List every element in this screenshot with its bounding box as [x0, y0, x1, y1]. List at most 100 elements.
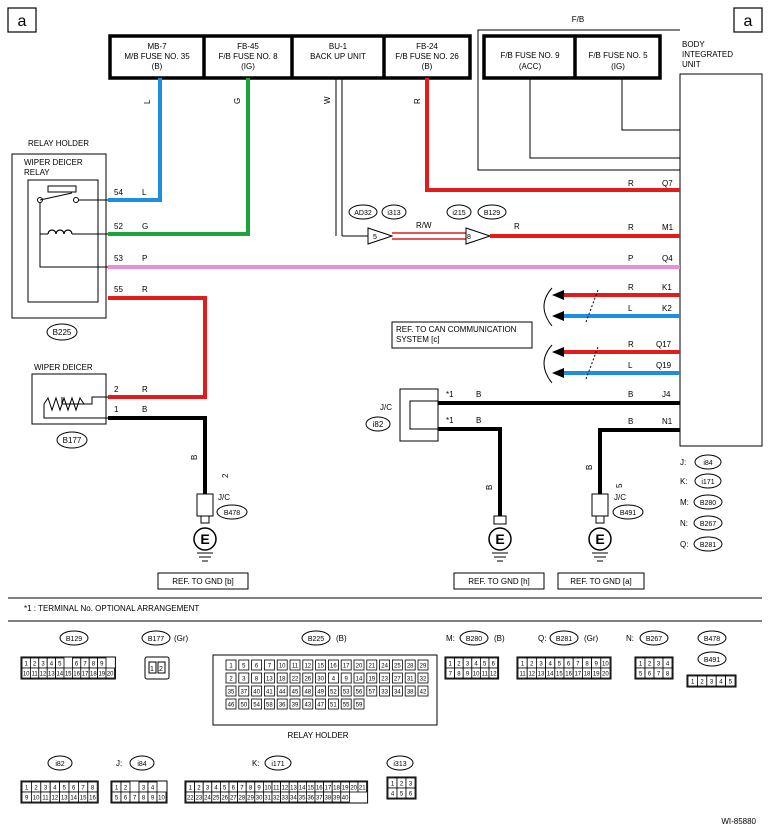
pin-label-i171: 40 [342, 796, 349, 802]
pin-label-i84: 4 [151, 786, 155, 792]
pin-label-i171: 22 [187, 796, 194, 802]
pin-cell-B225 [289, 672, 301, 684]
pin-label-i171: 31 [264, 796, 271, 802]
pin-cell-B280 [488, 667, 499, 679]
gnd1-id: B478 [224, 510, 240, 517]
can-note-line2: SYSTEM [c] [396, 335, 440, 344]
pin-label-i171: 16 [316, 786, 323, 792]
pin-label-B225: 9 [345, 677, 349, 683]
fb-fuse5-line2: (IG) [611, 62, 625, 71]
pin-label-B267: 4 [666, 662, 670, 668]
gnd1-jc: J/C [218, 493, 230, 502]
pin-label-B225: 48 [304, 690, 311, 696]
legend-m-prefix: M: [680, 498, 689, 507]
biu-m1-color: R [628, 223, 634, 232]
pin-cell-B225 [340, 659, 352, 671]
cv-b225-id: B225 [308, 636, 324, 643]
pin-label-B129: 7 [83, 662, 87, 668]
pin-cell-B225 [417, 659, 429, 671]
pin-label-B129: 18 [90, 672, 97, 678]
pin-cell-B225 [251, 698, 263, 710]
footnote: *1 : TERMINAL No. OPTIONAL ARRANGEMENT [24, 604, 199, 613]
wire-green-52 [108, 78, 250, 236]
pin-label-B280: 3 [466, 662, 470, 668]
cv-i82-id: i82 [55, 761, 64, 768]
pin-label-i171: 32 [273, 796, 280, 802]
pin-label-B281: 16 [565, 672, 572, 678]
pin-cell-B225 [391, 672, 403, 684]
biu-m1-term: M1 [662, 223, 674, 232]
pin-cell-B225 [353, 698, 365, 710]
pin-cell-B225 [340, 685, 352, 697]
biu-legend: J: i84 K: i171 M: B280 N: B267 Q: B281 [680, 454, 723, 552]
pin-label-i171: 19 [342, 786, 349, 792]
connector-views: B129 B177 (Gr) B225 (B) M: B280 (B) Q: B… [20, 630, 737, 804]
gnd1-e: E [200, 531, 209, 547]
pin-label-B225: 26 [304, 677, 311, 683]
biu-j4-color: B [628, 390, 633, 399]
pin-label-i313: 6 [409, 792, 413, 798]
pin-label-B129: 6 [75, 662, 79, 668]
jc-i82-wire1-color: B [476, 390, 481, 399]
pin-cell-B225 [391, 685, 403, 697]
wiper-deicer-relay: RELAY HOLDER WIPER DEICER RELAY B225 54 … [11, 139, 148, 341]
fuse-2-line1: FB-45 [237, 42, 259, 51]
pin-label-B129: 11 [31, 672, 38, 678]
pin-label-B225: 2 [229, 677, 233, 683]
pin-label-B129: 4 [50, 662, 54, 668]
relay-color-52: G [142, 222, 148, 231]
pin-label-B225: 1 [229, 664, 233, 670]
pin-label-B225: 16 [330, 664, 337, 670]
wd-color-2: R [142, 385, 148, 394]
cv-b177-pin1: 1 [150, 666, 154, 673]
connector-frame-B129 [20, 656, 116, 680]
pin-label-B129: 1 [25, 662, 29, 668]
pin-label-B225: 27 [394, 677, 401, 683]
fuse-4-line2: F/B FUSE NO. 26 [395, 52, 459, 61]
pin-cell-B225 [263, 659, 275, 671]
pin-label-B225: 44 [279, 690, 286, 696]
cv-b267-id: B267 [646, 636, 662, 643]
connector-frame-B281 [516, 656, 612, 680]
cv-b280-suffix: (B) [494, 634, 505, 643]
pin-label-i171: 23 [196, 796, 203, 802]
pin-label-B129: 19 [98, 672, 105, 678]
pin-label-i82: 9 [25, 796, 29, 802]
fb-fuse9-line2: (ACC) [519, 62, 542, 71]
pin-label-i82: 6 [72, 786, 76, 792]
pin-label-i84: 9 [151, 796, 155, 802]
pin-label-B129: 15 [65, 672, 72, 678]
pin-label-B280: 9 [466, 672, 470, 678]
pin-label-i171: 10 [264, 786, 271, 792]
pin-label-B280: 5 [483, 662, 487, 668]
pin-label-i171: 3 [206, 786, 210, 792]
pin-label-B225: 33 [381, 690, 388, 696]
cv-i313-id: i313 [393, 761, 406, 768]
cv-b129-id: B129 [66, 636, 82, 643]
pin-label-i84: 3 [142, 786, 146, 792]
pin-label-i171: 1 [189, 786, 193, 792]
pin-label-B281: 1 [521, 662, 525, 668]
pin-cell-B225 [263, 672, 275, 684]
pin-label-B225: 43 [304, 703, 311, 709]
pin-label-B129: 14 [56, 672, 63, 678]
pin-label-B225: 28 [407, 664, 414, 670]
pin-cell-B225 [225, 672, 237, 684]
biu-q17-term: Q17 [656, 340, 672, 349]
pin-label-i171: 29 [247, 796, 254, 802]
biu-q7-term: Q7 [662, 179, 673, 188]
pin-cell-B225 [302, 698, 314, 710]
biu-q17-color: R [628, 340, 634, 349]
jc-i82-label: J/C [380, 403, 392, 412]
pin-label-B491: 5 [729, 680, 733, 686]
pin-label-B267: 7 [657, 672, 661, 678]
pin-label-B225: 49 [317, 690, 324, 696]
pin-label-B225: 47 [317, 703, 324, 709]
fuse-1-line1: MB-7 [147, 42, 167, 51]
fb-fuse5-line1: F/B FUSE NO. 5 [588, 51, 648, 60]
pin-label-B491: 4 [719, 680, 723, 686]
pin-label-B267: 5 [639, 672, 643, 678]
pin-label-B225: 7 [268, 664, 272, 670]
pin-label-B225: 56 [356, 690, 363, 696]
pin-cell-B225 [315, 685, 327, 697]
